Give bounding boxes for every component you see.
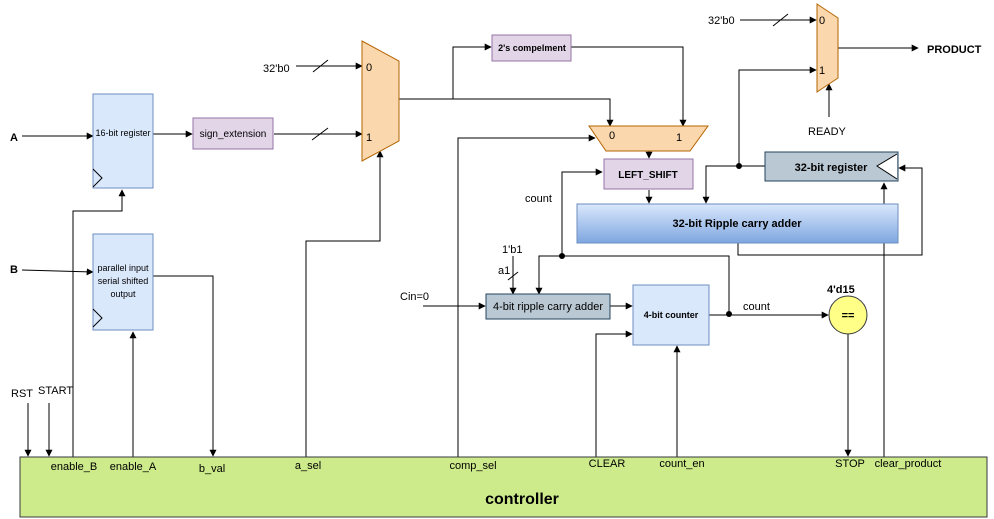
clock-icon	[92, 168, 103, 188]
input-b-label: B	[10, 264, 18, 276]
reg32-label: 32-bit register	[795, 162, 868, 174]
zero-mux3-label: 32'b0	[708, 15, 735, 27]
a1-label: a1	[498, 265, 510, 277]
signal-count-en: count_en	[659, 458, 704, 470]
controller-block: controller enable_B enable_A b_val a_sel…	[19, 456, 988, 518]
signal-b-val: b_val	[199, 463, 225, 475]
mux-a-sel: 0 1	[361, 40, 400, 162]
wires	[21, 13, 923, 457]
comparator-label: ==	[842, 310, 855, 322]
wire-labels: A B 32'b0 32'b0 PRODUCT READY count coun…	[10, 15, 982, 400]
mux-ready: 0 1	[816, 3, 839, 93]
junction-dots	[559, 163, 742, 317]
sign-ext-block: sign_extension	[192, 117, 274, 150]
counter4-label: 4-bit counter	[644, 310, 699, 320]
twos-comp-block: 2's compelment	[491, 34, 572, 62]
clock-icon	[92, 308, 103, 328]
signal-enable-a: enable_A	[110, 461, 157, 473]
reg32-box	[764, 151, 899, 182]
count-out-label: count	[743, 301, 770, 313]
zero-mux1-label: 32'b0	[263, 63, 290, 75]
twos-comp-box	[491, 34, 572, 62]
input-a-label: A	[10, 132, 18, 144]
mux-ready-in1-label: 1	[819, 65, 825, 77]
const-1b1-label: 1'b1	[502, 244, 522, 256]
mux-ready-shape	[816, 3, 839, 93]
piso-box	[92, 233, 154, 331]
clock-icon	[876, 153, 898, 180]
sign-ext-box	[192, 117, 274, 150]
rca4-block: 4-bit ripple carry adder	[485, 293, 611, 320]
mux-comp-sel-shape	[588, 125, 709, 152]
product-label: PRODUCT	[927, 44, 982, 56]
rca32-label: 32-bit Ripple carry adder	[673, 218, 803, 230]
counter4-box	[632, 284, 710, 346]
controller-label: controller	[485, 491, 559, 508]
mux-comp-in1-label: 1	[676, 132, 682, 144]
controller-box	[19, 456, 988, 518]
signal-a-sel: a_sel	[295, 460, 321, 472]
reg16-box	[92, 93, 154, 189]
left-shift-box	[603, 158, 694, 190]
mux-a-in1-label: 1	[366, 132, 372, 144]
counter4-block: 4-bit counter	[632, 284, 710, 346]
comparator-shape	[828, 295, 868, 335]
ready-label: READY	[808, 126, 847, 138]
signal-clear-product: clear_product	[875, 458, 942, 470]
reg16-label: 16-bit register	[95, 128, 150, 138]
signal-clear: CLEAR	[589, 458, 626, 470]
comparator-block: ==	[828, 295, 868, 335]
mux-comp-sel: 0 1	[588, 125, 709, 152]
piso-block: parallel input serial shifted output	[92, 233, 154, 331]
reg32-block: 32-bit register	[764, 151, 899, 182]
mux-a-sel-shape	[361, 40, 400, 162]
left-shift-block: LEFT_SHIFT	[603, 158, 694, 190]
cin-label: Cin=0	[400, 291, 429, 303]
rca4-label: 4-bit ripple carry adder	[493, 301, 603, 313]
rca4-box	[485, 293, 611, 320]
const-4d15-label: 4'd15	[827, 284, 855, 296]
mux-comp-in0-label: 0	[609, 130, 615, 142]
signal-comp-sel: comp_sel	[449, 460, 496, 472]
rca32-block: 32-bit Ripple carry adder	[576, 203, 899, 244]
start-label: START	[38, 385, 73, 397]
piso-label-2: serial shifted	[98, 276, 149, 286]
twos-comp-label: 2's compelment	[498, 43, 566, 53]
signal-enable-b: enable_B	[51, 461, 98, 473]
rca32-box	[576, 203, 899, 244]
mux-a-in0-label: 0	[366, 62, 372, 74]
signal-stop: STOP	[835, 458, 865, 470]
piso-label-1: parallel input	[97, 263, 149, 273]
piso-label-3: output	[110, 289, 136, 299]
sign-ext-label: sign_extension	[200, 129, 267, 140]
count-loop-label: count	[525, 193, 552, 205]
mux-ready-in0-label: 0	[819, 15, 825, 27]
left-shift-label: LEFT_SHIFT	[618, 170, 677, 181]
reg16-block: 16-bit register	[92, 93, 154, 189]
rst-label: RST	[11, 388, 33, 400]
